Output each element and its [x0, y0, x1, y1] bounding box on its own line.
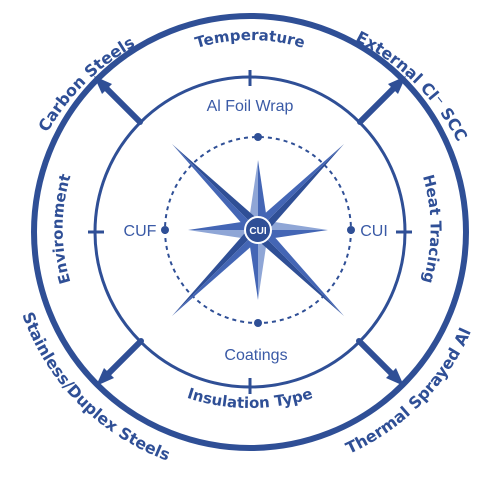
compass-rose: CUI [172, 144, 344, 316]
outer-ring [31, 13, 469, 451]
outer-label-top-right: External Cl⁻ SCC [353, 27, 471, 144]
outer-label-top-left: Carbon Steels [34, 33, 137, 135]
inner-label-bottom: Coatings [224, 347, 287, 364]
dot-right [347, 226, 355, 234]
inner-label-right: CUI [360, 223, 388, 240]
arrowhead-bottom-left [96, 368, 114, 386]
middle-ring-ticks [88, 70, 412, 394]
diagonal-connectors [100, 82, 400, 380]
arrowhead-top-left [94, 76, 112, 94]
middle-label-top: Temperature [193, 26, 307, 52]
dashed-ring-dots [161, 133, 355, 327]
compass-cardinal-points [188, 160, 328, 300]
compass-diagonal-points [172, 144, 344, 316]
inner-label-left: CUF [124, 223, 157, 240]
inner-label-top: Al Foil Wrap [207, 98, 294, 115]
center-badge [244, 216, 272, 244]
dot-bottom [254, 319, 262, 327]
middle-label-left: Environment [49, 172, 75, 286]
center-label: CUI [249, 226, 266, 237]
arrowhead-bottom-right [386, 368, 404, 386]
dot-left [161, 226, 169, 234]
dot-top [254, 133, 262, 141]
arrowhead-top-right [388, 76, 406, 94]
connector-arrowheads [94, 76, 406, 386]
middle-label-right: Heat Tracing [419, 173, 445, 286]
